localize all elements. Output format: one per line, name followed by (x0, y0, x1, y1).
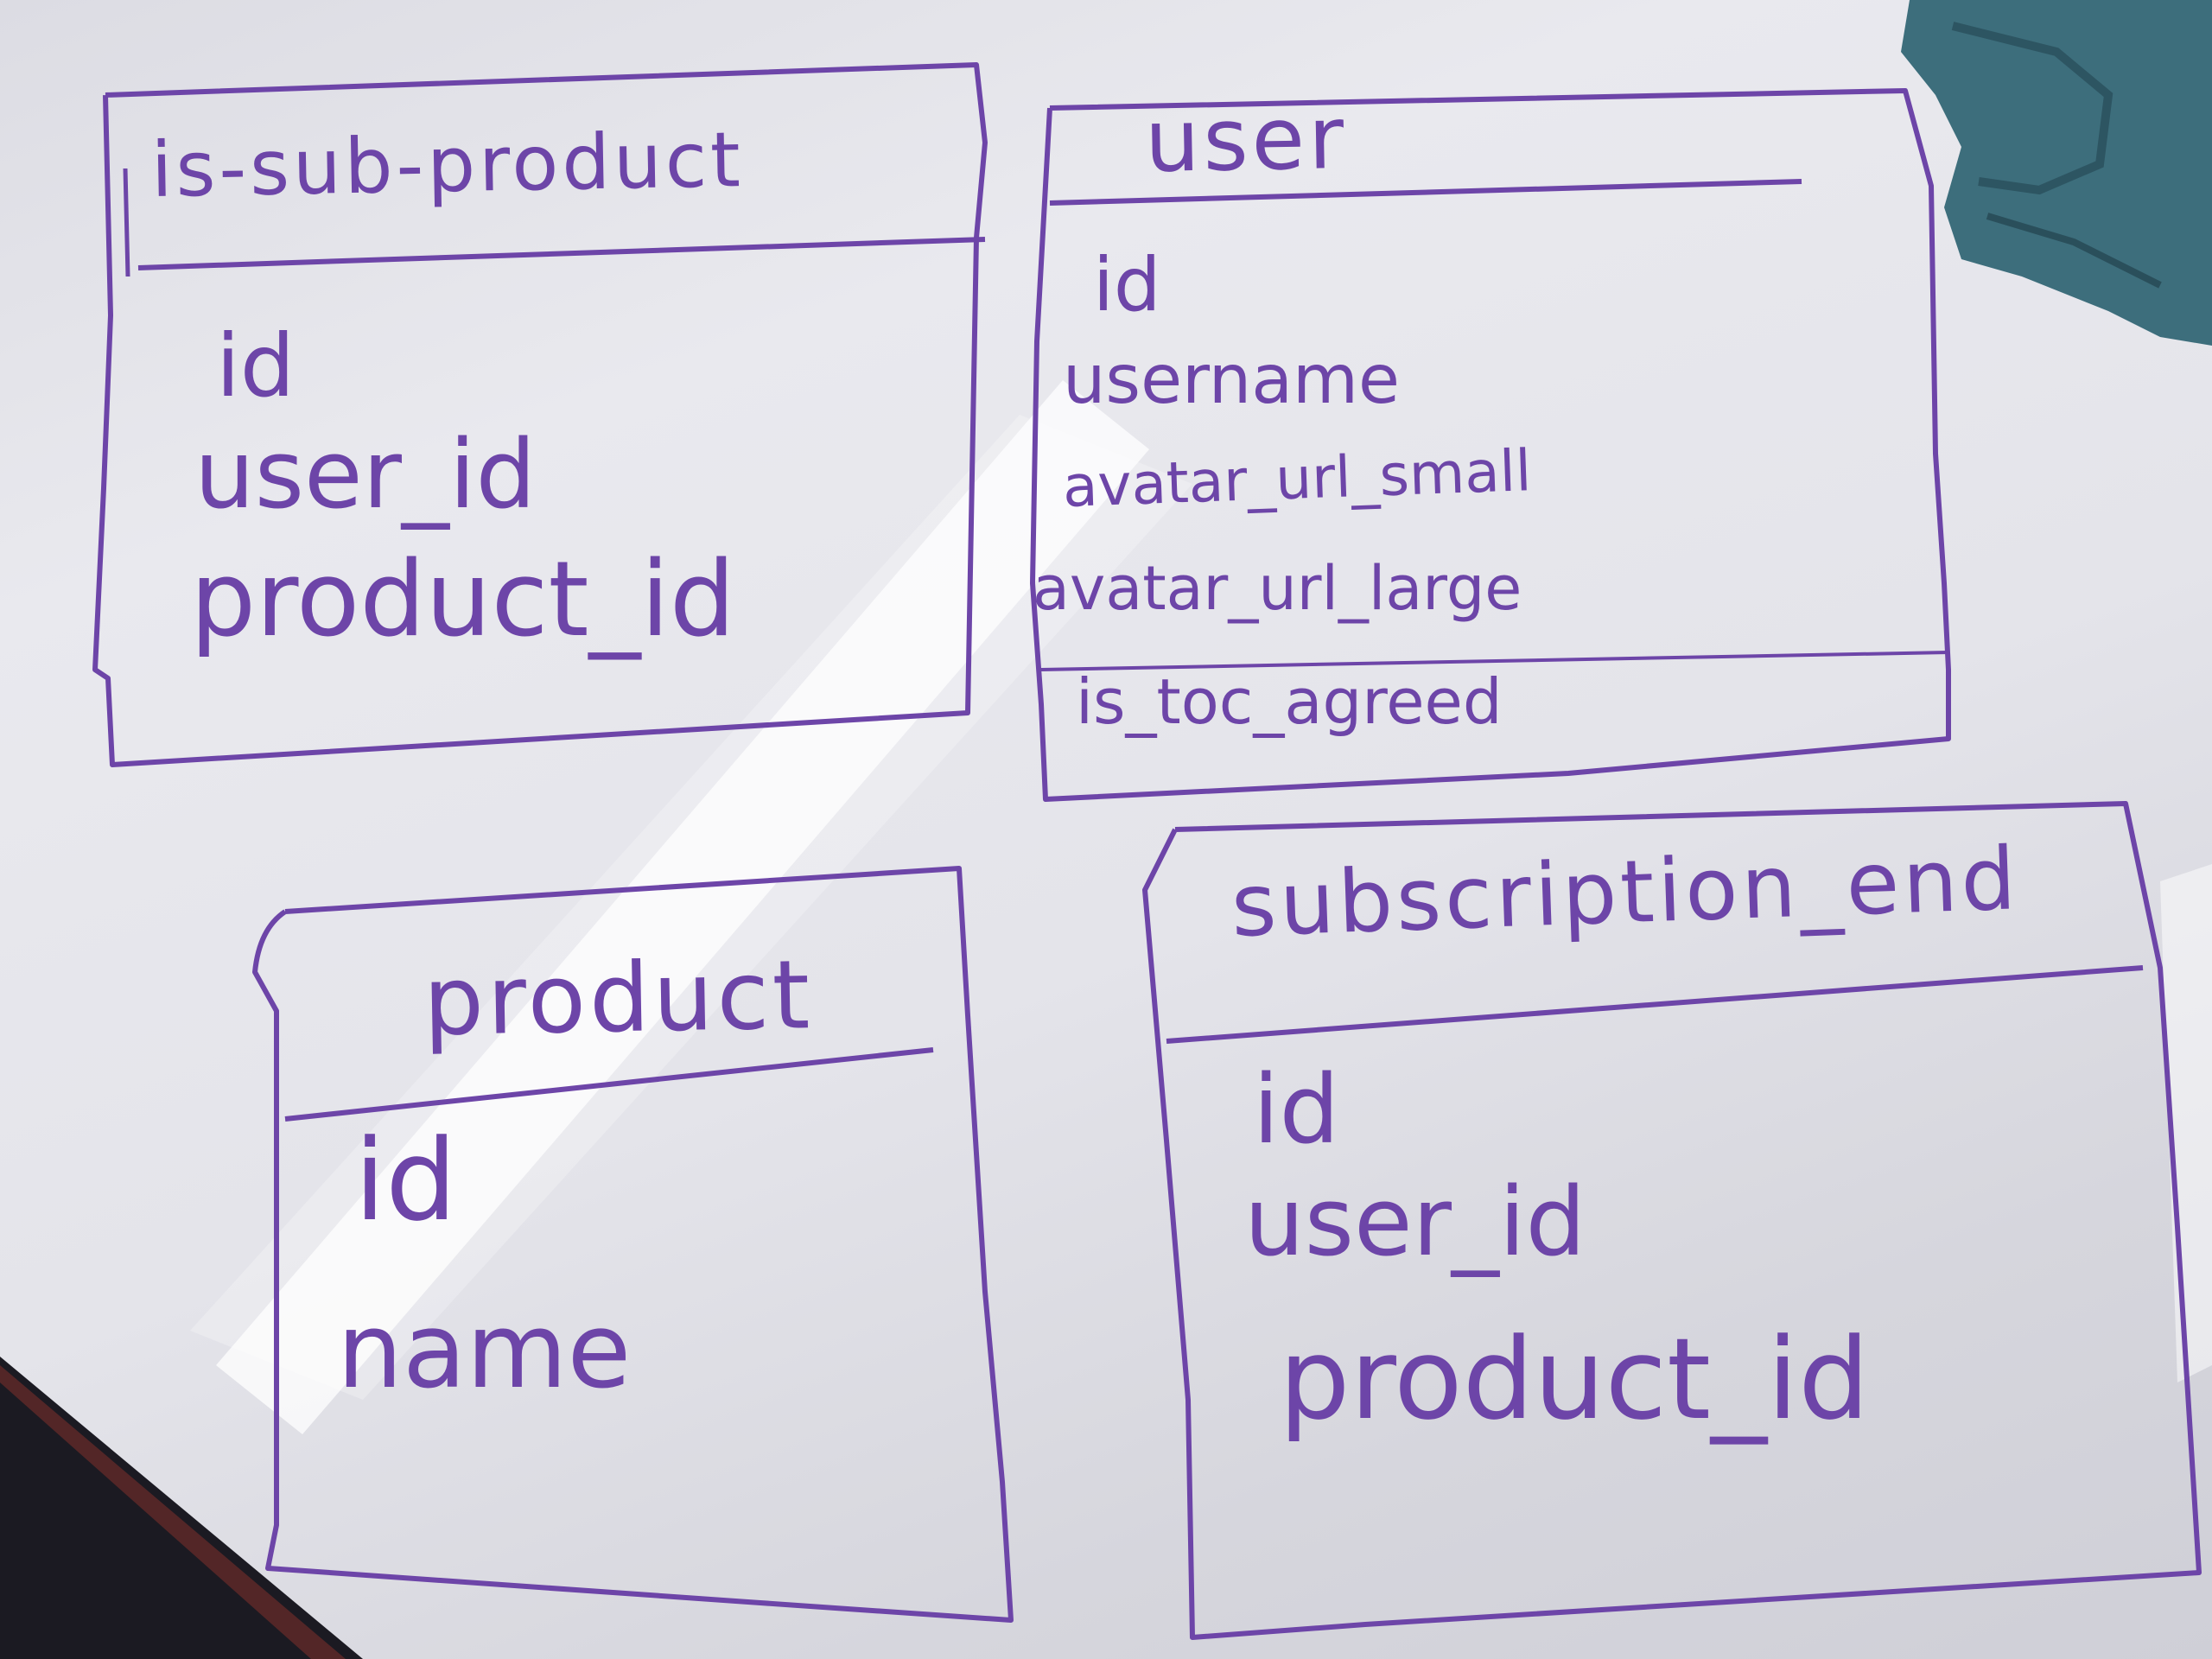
entity-box (1142, 801, 2202, 1640)
entity-field: username (1063, 341, 1400, 419)
entity-box (1030, 88, 1951, 802)
entity-title: is-sub-product (150, 115, 745, 214)
entity-user: user id username avatar_url_small avatar… (1024, 65, 1961, 808)
entity-field: avatar_url_large (1033, 553, 1522, 624)
entity-field: id (1093, 242, 1161, 328)
entity-field: id (216, 315, 296, 416)
entity-field: id (354, 1115, 457, 1246)
entity-is-sub-product: is-sub-product id user_id product_id (86, 56, 1002, 773)
entity-title: user (1143, 86, 1349, 192)
entity-box (252, 866, 1014, 1623)
entity-field: id (1253, 1054, 1340, 1165)
entity-box (92, 62, 988, 767)
entity-title: product (422, 939, 815, 1057)
entity-subscription-end: subscription_end id user_id product_id (1123, 795, 2203, 1650)
entity-field: user_id (1244, 1166, 1586, 1277)
entity-field: product_id (1279, 1313, 1870, 1445)
entity-product: product id name (251, 860, 1020, 1637)
entity-field: product_id (190, 540, 736, 660)
entity-field: is_toc_agreed (1076, 665, 1503, 738)
entity-field: user_id (194, 419, 537, 530)
entity-field: name (337, 1292, 632, 1412)
